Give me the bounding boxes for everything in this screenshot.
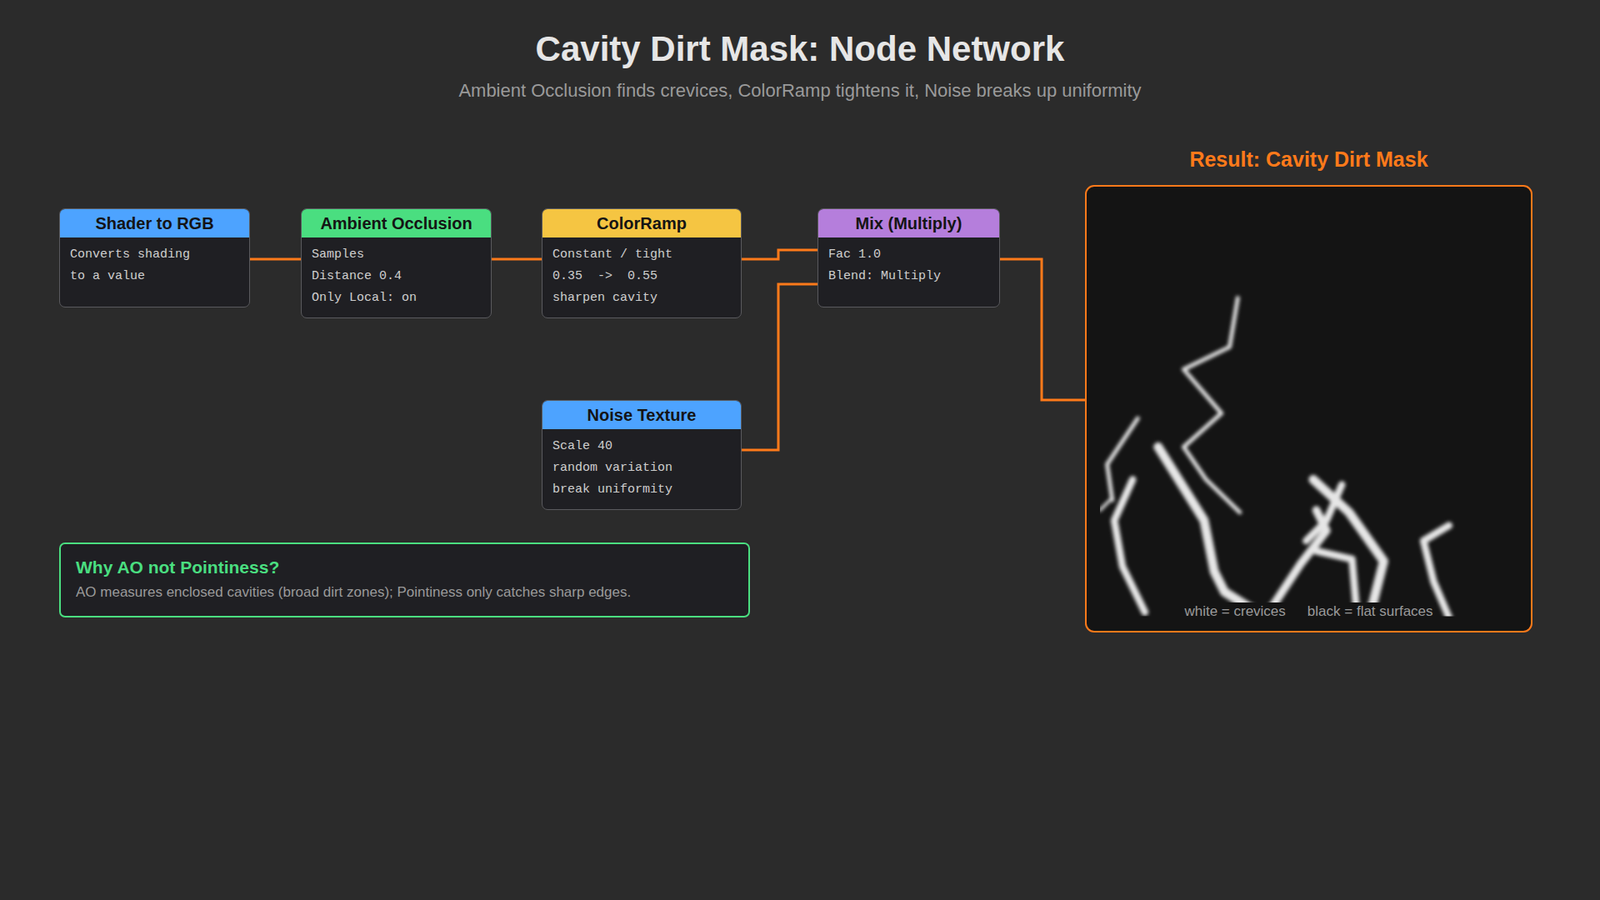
node-param: 0.35 -> 0.55 [552,265,680,288]
node-param: random variation [552,457,680,480]
caption-text: black = flat surfaces [1305,602,1436,621]
node-param: Converts shading to a value [70,244,198,288]
node-header: Ambient Occlusion [301,209,491,238]
connector [1000,259,1085,400]
legend-caption: white = crevices black = flat surfaces [1086,602,1531,621]
node-param: Only Local: on [311,287,440,310]
caption-text: white = crevices [1181,602,1288,621]
note-body: AO measures enclosed cavities (broad dir… [75,582,734,603]
node-header: Mix (Multiply) [818,209,1000,238]
noise-node: Noise TextureScale 40random variationbre… [541,400,742,510]
connector [741,250,818,260]
node-param: Constant / tight [552,244,680,266]
node-param: break uniformity [552,479,680,501]
result-heading: Result: Cavity Dirt Mask [1053,146,1565,172]
node-header: Noise Texture [542,400,741,430]
colorramp-node: ColorRampConstant / tight0.35 -> 0.55sha… [541,208,742,319]
connector [491,258,542,261]
note-box: Why AO not Pointiness?AO measures enclos… [59,542,750,618]
node-header: ColorRamp [542,209,741,238]
node-param: Scale 40 [552,435,680,458]
ao-node: Ambient OcclusionSamplesDistance 0.4Only… [300,208,492,319]
subtitle: Ambient Occlusion finds crevices, ColorR… [0,80,1600,102]
node-param: Fac 1.0 [828,244,956,266]
node-param: sharpen cavity [552,287,680,310]
mask-panel [1085,185,1532,632]
shader-node: Shader to RGB Converts shading to a value [59,208,250,308]
connector [250,258,301,261]
node-body: Scale 40random variationbreak uniformity [542,429,741,510]
note-heading: Why AO not Pointiness? [75,555,734,580]
node-param: Distance 0.4 [311,265,440,288]
node-param: Blend: Multiply [828,265,956,288]
diagram-title: Cavity Dirt Mask: Node Network [0,28,1600,70]
mix-node: Mix (Multiply)Fac 1.0Blend: Multiply [817,208,1000,308]
node-body: Constant / tight0.35 -> 0.55sharpen cavi… [542,237,741,318]
node-body: Fac 1.0Blend: Multiply [818,237,1000,296]
node-body: Converts shading to a value [60,237,250,296]
connector [741,284,818,450]
node-body: SamplesDistance 0.4Only Local: on [301,237,491,318]
node-param: Samples [311,244,440,266]
result-panel: Result: Cavity Dirt Maskwhite = crevices… [1085,185,1533,633]
node-header: Shader to RGB [60,209,250,238]
crevice-strokes [1100,298,1450,617]
